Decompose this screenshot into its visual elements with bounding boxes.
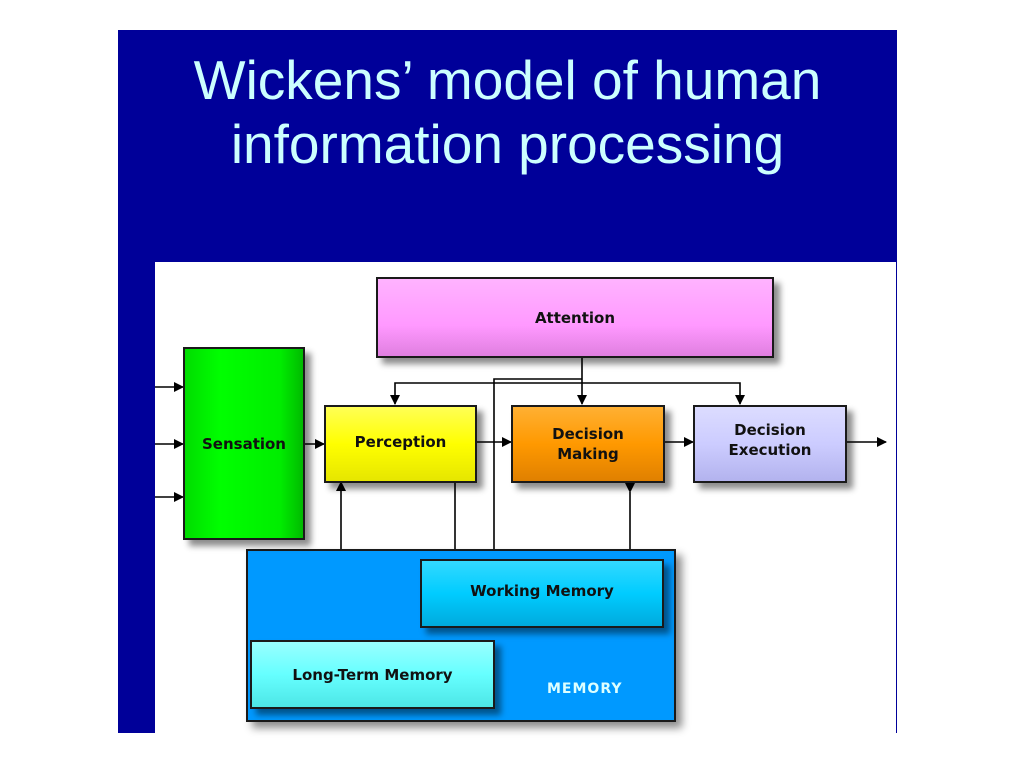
working-memory-label: Working Memory: [470, 581, 614, 600]
attention-label: Attention: [534, 308, 616, 327]
attention-to-working-memory-arrow: [489, 378, 582, 560]
sensation-box[interactable]: Sensation: [183, 347, 305, 540]
working-memory-box[interactable]: Working Memory: [420, 559, 664, 628]
memory-label: MEMORY: [547, 681, 623, 697]
title-line-1: Wickens’ model of human: [193, 49, 822, 111]
decision-execution-box[interactable]: Decision Execution: [693, 405, 847, 483]
attention-to-execution-arrow: [582, 382, 745, 405]
diagram-canvas: MEMORY Attention Sensation Perception De…: [155, 262, 896, 733]
long-term-memory-label: Long-Term Memory: [292, 665, 453, 684]
attention-box[interactable]: Attention: [376, 277, 774, 358]
decision-making-label-2: Making: [557, 445, 619, 463]
decision-making-box[interactable]: Decision Making: [511, 405, 665, 483]
perception-label: Perception: [354, 433, 447, 451]
title-line-2: information processing: [230, 113, 785, 175]
decision-making-label-1: Decision: [552, 425, 624, 443]
attention-to-perception-arrow: [390, 382, 582, 405]
slide-title: Wickens’ model of human information proc…: [118, 48, 897, 176]
decision-execution-label-2: Execution: [728, 441, 812, 459]
long-term-memory-box[interactable]: Long-Term Memory: [250, 640, 495, 709]
decision-execution-label-1: Decision: [734, 421, 806, 439]
perception-box[interactable]: Perception: [324, 405, 477, 483]
sensation-label: Sensation: [201, 434, 286, 453]
